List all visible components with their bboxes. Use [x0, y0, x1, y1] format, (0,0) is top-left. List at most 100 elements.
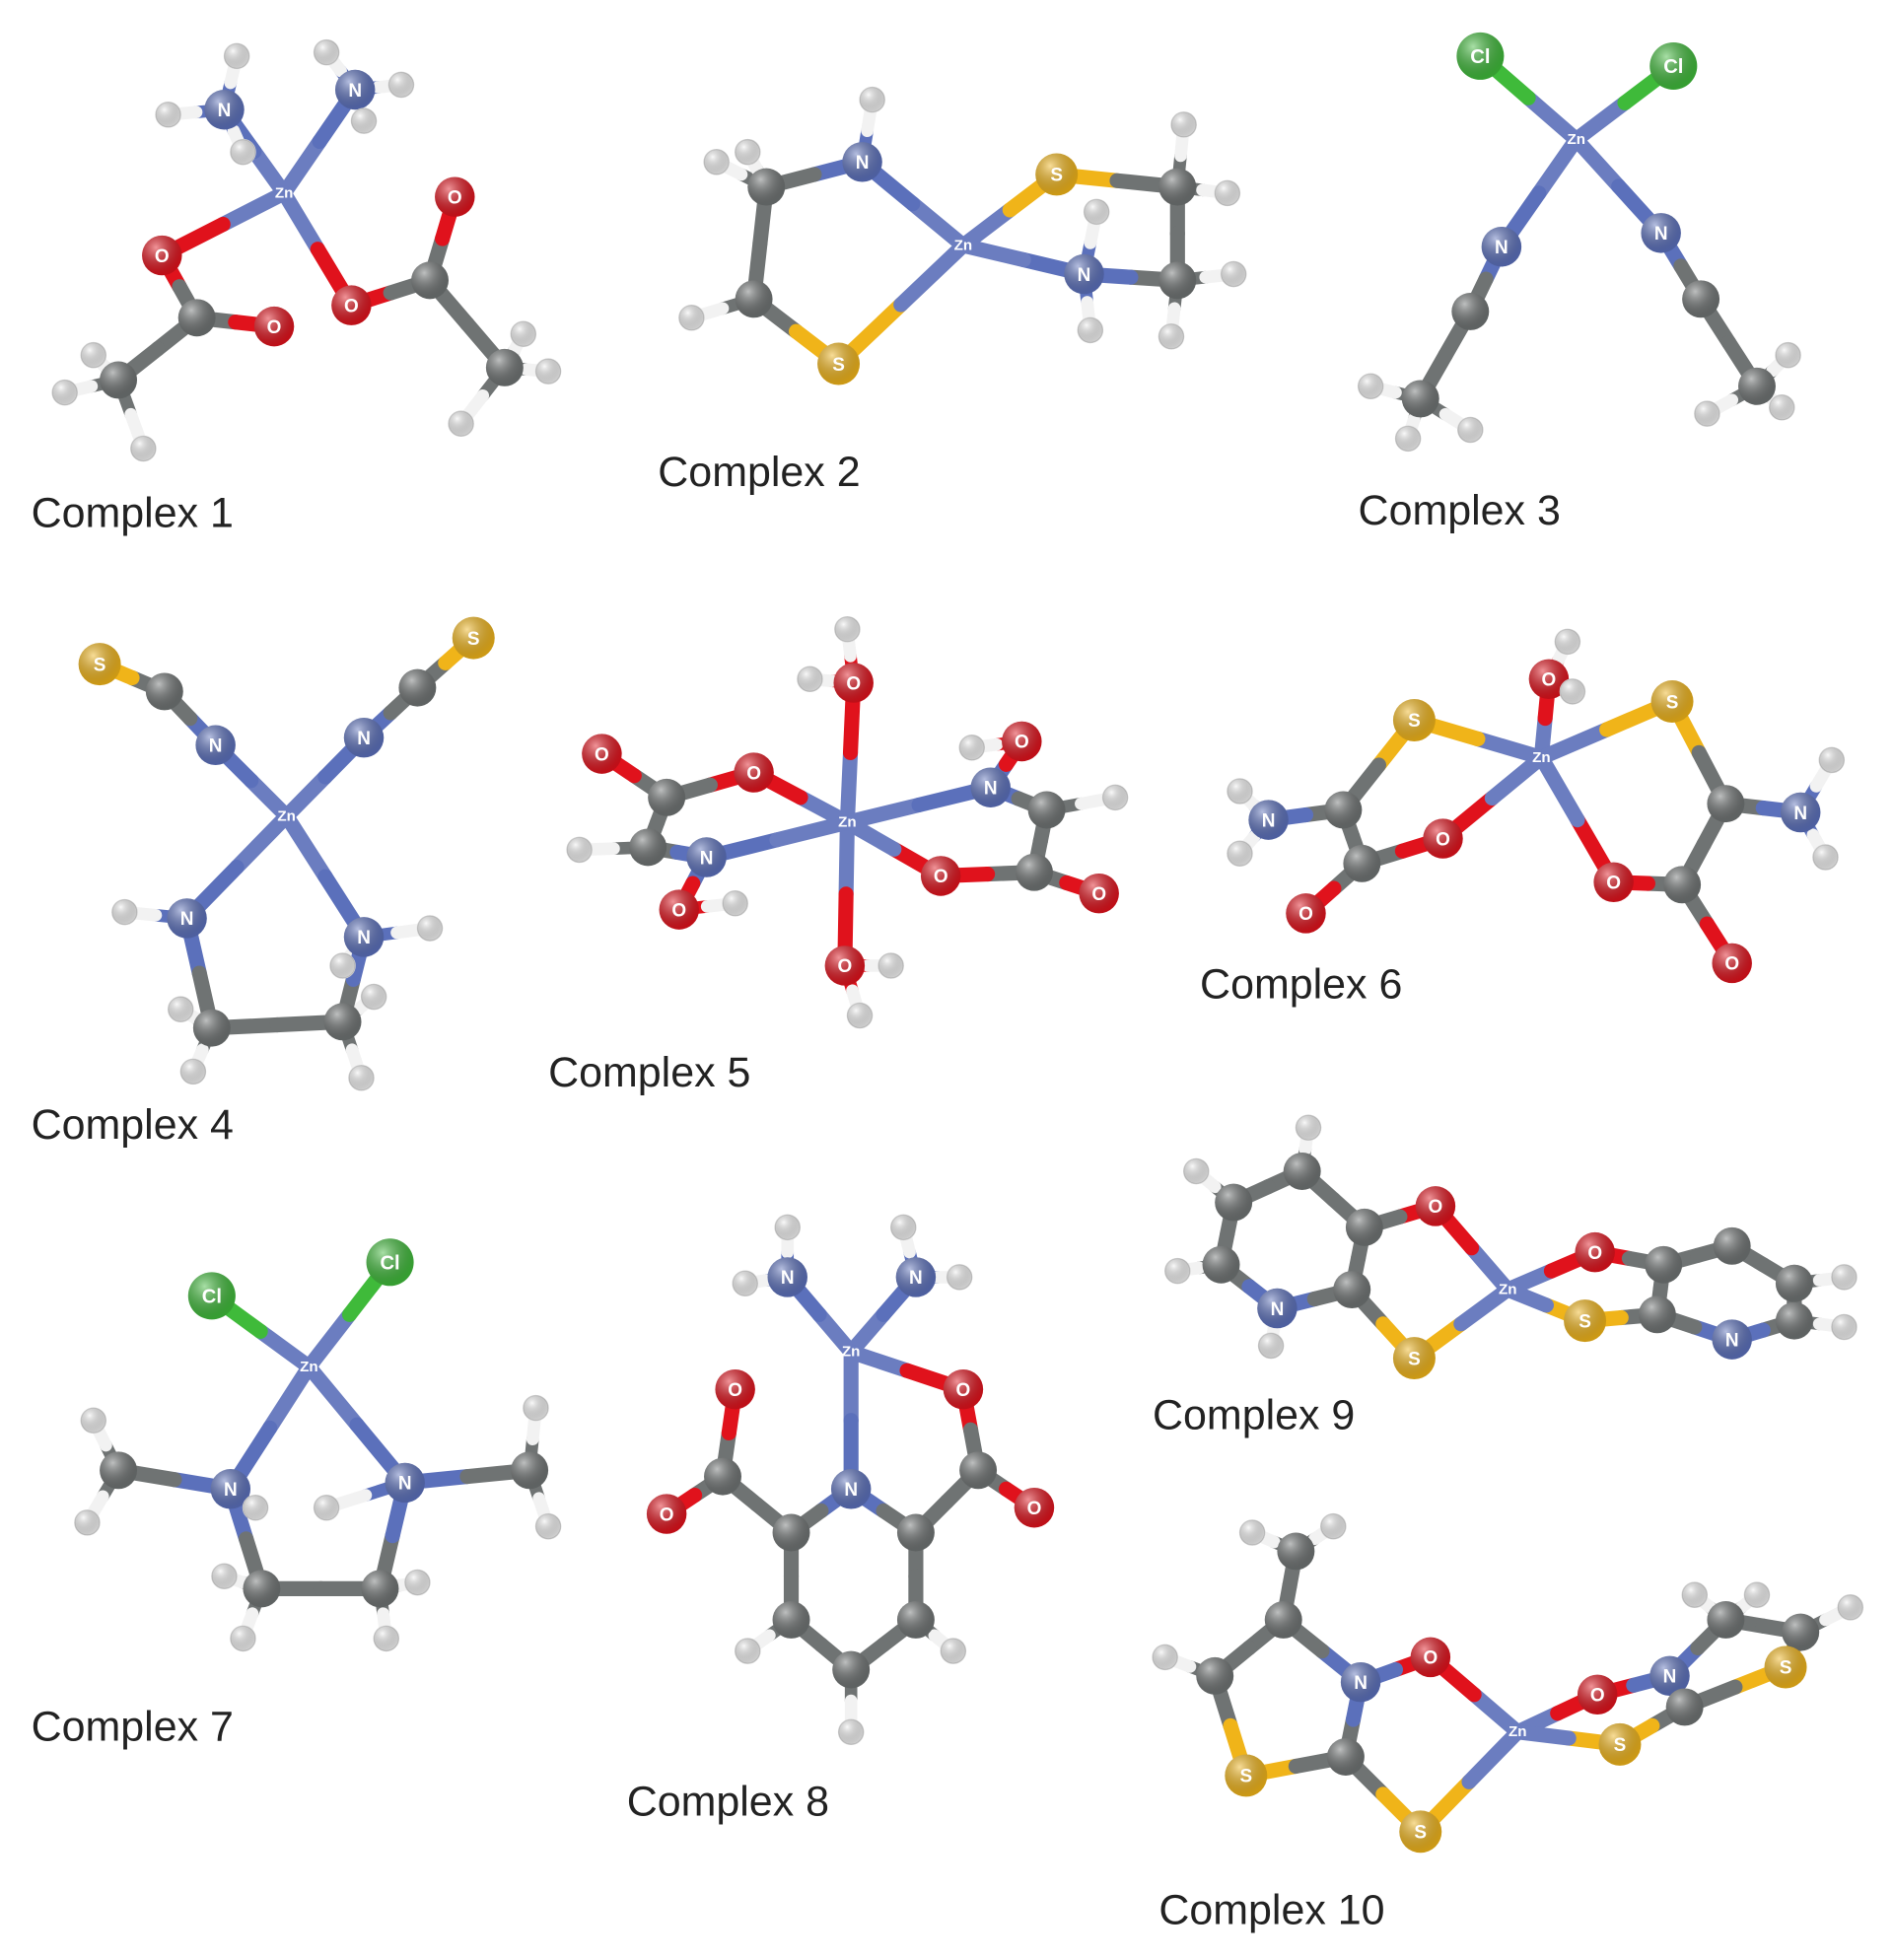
zinc-atom-label: Zn [275, 184, 294, 201]
sulfur-atom: S [452, 616, 495, 660]
nitrogen-atom: N [767, 1257, 807, 1297]
nitrogen-atom-label: N [1793, 804, 1807, 824]
nitrogen-atom-label: N [1078, 265, 1091, 286]
oxygen-atom: O [1002, 721, 1042, 762]
zinc-atom-label: Zn [1567, 131, 1585, 148]
carbon-atom [100, 1451, 138, 1490]
nitrogen-atom-label: N [1262, 810, 1276, 831]
hydrogen-atom [797, 665, 823, 693]
nitrogen-atom-label: N [209, 736, 223, 757]
sulfur-atom: S [1650, 680, 1694, 724]
zinc-atom: Zn [277, 807, 296, 824]
carbon-atom [1782, 1613, 1820, 1651]
nitrogen-atom-label: N [357, 729, 371, 749]
oxygen-atom: O [1577, 1674, 1618, 1715]
chlorine-atom: Cl [366, 1238, 414, 1287]
nitrogen-atom: N [1248, 800, 1289, 840]
sulfur-atom: S [1598, 1722, 1642, 1766]
hydrogen-atom [1457, 416, 1484, 444]
oxygen-atom: O [715, 1368, 755, 1410]
hydrogen-atom [1152, 1644, 1178, 1671]
hydrogen-atom [350, 107, 378, 134]
bond [1470, 731, 1549, 765]
bond [1533, 722, 1615, 765]
zinc-atom: Zn [1499, 1282, 1517, 1298]
nitrogen-atom-label: N [844, 1480, 858, 1501]
nitrogen-atom: N [895, 1257, 937, 1297]
bond [843, 1344, 915, 1378]
carbon-atom [772, 1601, 810, 1639]
oxygen-atom-label: O [728, 1380, 742, 1401]
hydrogen-atom [1083, 198, 1110, 226]
bond [1461, 1724, 1525, 1789]
bond [229, 808, 295, 875]
sulfur-atom-label: S [1578, 1311, 1591, 1332]
hydrogen-atom [1257, 1332, 1285, 1360]
bond [252, 1323, 317, 1374]
sulfur-atom-label: S [94, 655, 106, 675]
carbon-atom [1027, 791, 1066, 829]
zinc-atom: Zn [1567, 131, 1585, 148]
zinc-atom-label: Zn [277, 807, 296, 824]
nitrogen-atom: N [204, 90, 245, 130]
hydrogen-atom [1227, 840, 1253, 867]
hydrogen-atom [387, 71, 415, 99]
hydrogen-atom [313, 1494, 340, 1521]
chlorine-atom-label: Cl [1663, 56, 1683, 78]
oxygen-atom-label: O [660, 1505, 674, 1525]
carbon-atom [1738, 367, 1776, 405]
zinc-atom: Zn [300, 1359, 318, 1375]
oxygen-atom-label: O [671, 900, 686, 921]
oxygen-atom-label: O [448, 187, 462, 208]
hydrogen-atom [1394, 425, 1422, 453]
oxygen-atom-label: O [1436, 829, 1450, 850]
carbon-atom [1775, 1301, 1813, 1340]
carbon-atom [1775, 1264, 1813, 1302]
carbon-atom [361, 1570, 399, 1608]
complex-8-label: Complex 8 [627, 1778, 829, 1825]
oxygen-atom: O [1286, 893, 1326, 934]
carbon-atom [629, 828, 667, 867]
oxygen-atom: O [1575, 1231, 1615, 1273]
sulfur-atom-label: S [832, 355, 845, 376]
hydrogen-atom [1831, 1264, 1858, 1291]
hydrogen-atom [834, 615, 861, 643]
hydrogen-atom [51, 379, 78, 406]
hydrogen-atom [1164, 1257, 1191, 1285]
chlorine-atom: Cl [1456, 32, 1505, 80]
hydrogen-atom [404, 1569, 431, 1596]
bond [1569, 131, 1627, 194]
hydrogen-atom [1559, 678, 1586, 705]
hydrogen-atom [313, 38, 340, 66]
nitrogen-atom-label: N [984, 779, 998, 800]
oxygen-atom: O [734, 752, 774, 793]
bond [246, 143, 292, 201]
carbon-atom [1665, 1688, 1704, 1726]
carbon-atom [832, 1650, 871, 1689]
nitrogen-atom-label: N [1654, 224, 1668, 245]
bond [262, 1359, 317, 1435]
sulfur-atom-label: S [1239, 1767, 1252, 1787]
carbon-atom [1645, 1245, 1683, 1284]
carbon-atom [704, 1457, 741, 1496]
hydrogen-atom [722, 890, 748, 917]
carbon-atom [1401, 380, 1439, 418]
complex-5-label: Complex 5 [548, 1049, 750, 1096]
oxygen-atom: O [920, 856, 961, 896]
bond [839, 744, 859, 830]
hydrogen-atom [360, 983, 387, 1011]
hydrogen-atom [735, 1638, 761, 1664]
hydrogen-atom [223, 42, 250, 70]
zinc-atom-label: Zn [842, 1344, 861, 1361]
sulfur-atom: S [1764, 1645, 1807, 1689]
bond [1484, 749, 1549, 806]
bond [215, 185, 292, 233]
oxygen-atom-label: O [1015, 733, 1029, 753]
complex-6-label: Complex 6 [1200, 960, 1402, 1008]
sulfur-atom-label: S [1414, 1823, 1427, 1844]
complex-7-label: Complex 7 [32, 1704, 234, 1751]
carbon-atom [959, 1451, 998, 1490]
